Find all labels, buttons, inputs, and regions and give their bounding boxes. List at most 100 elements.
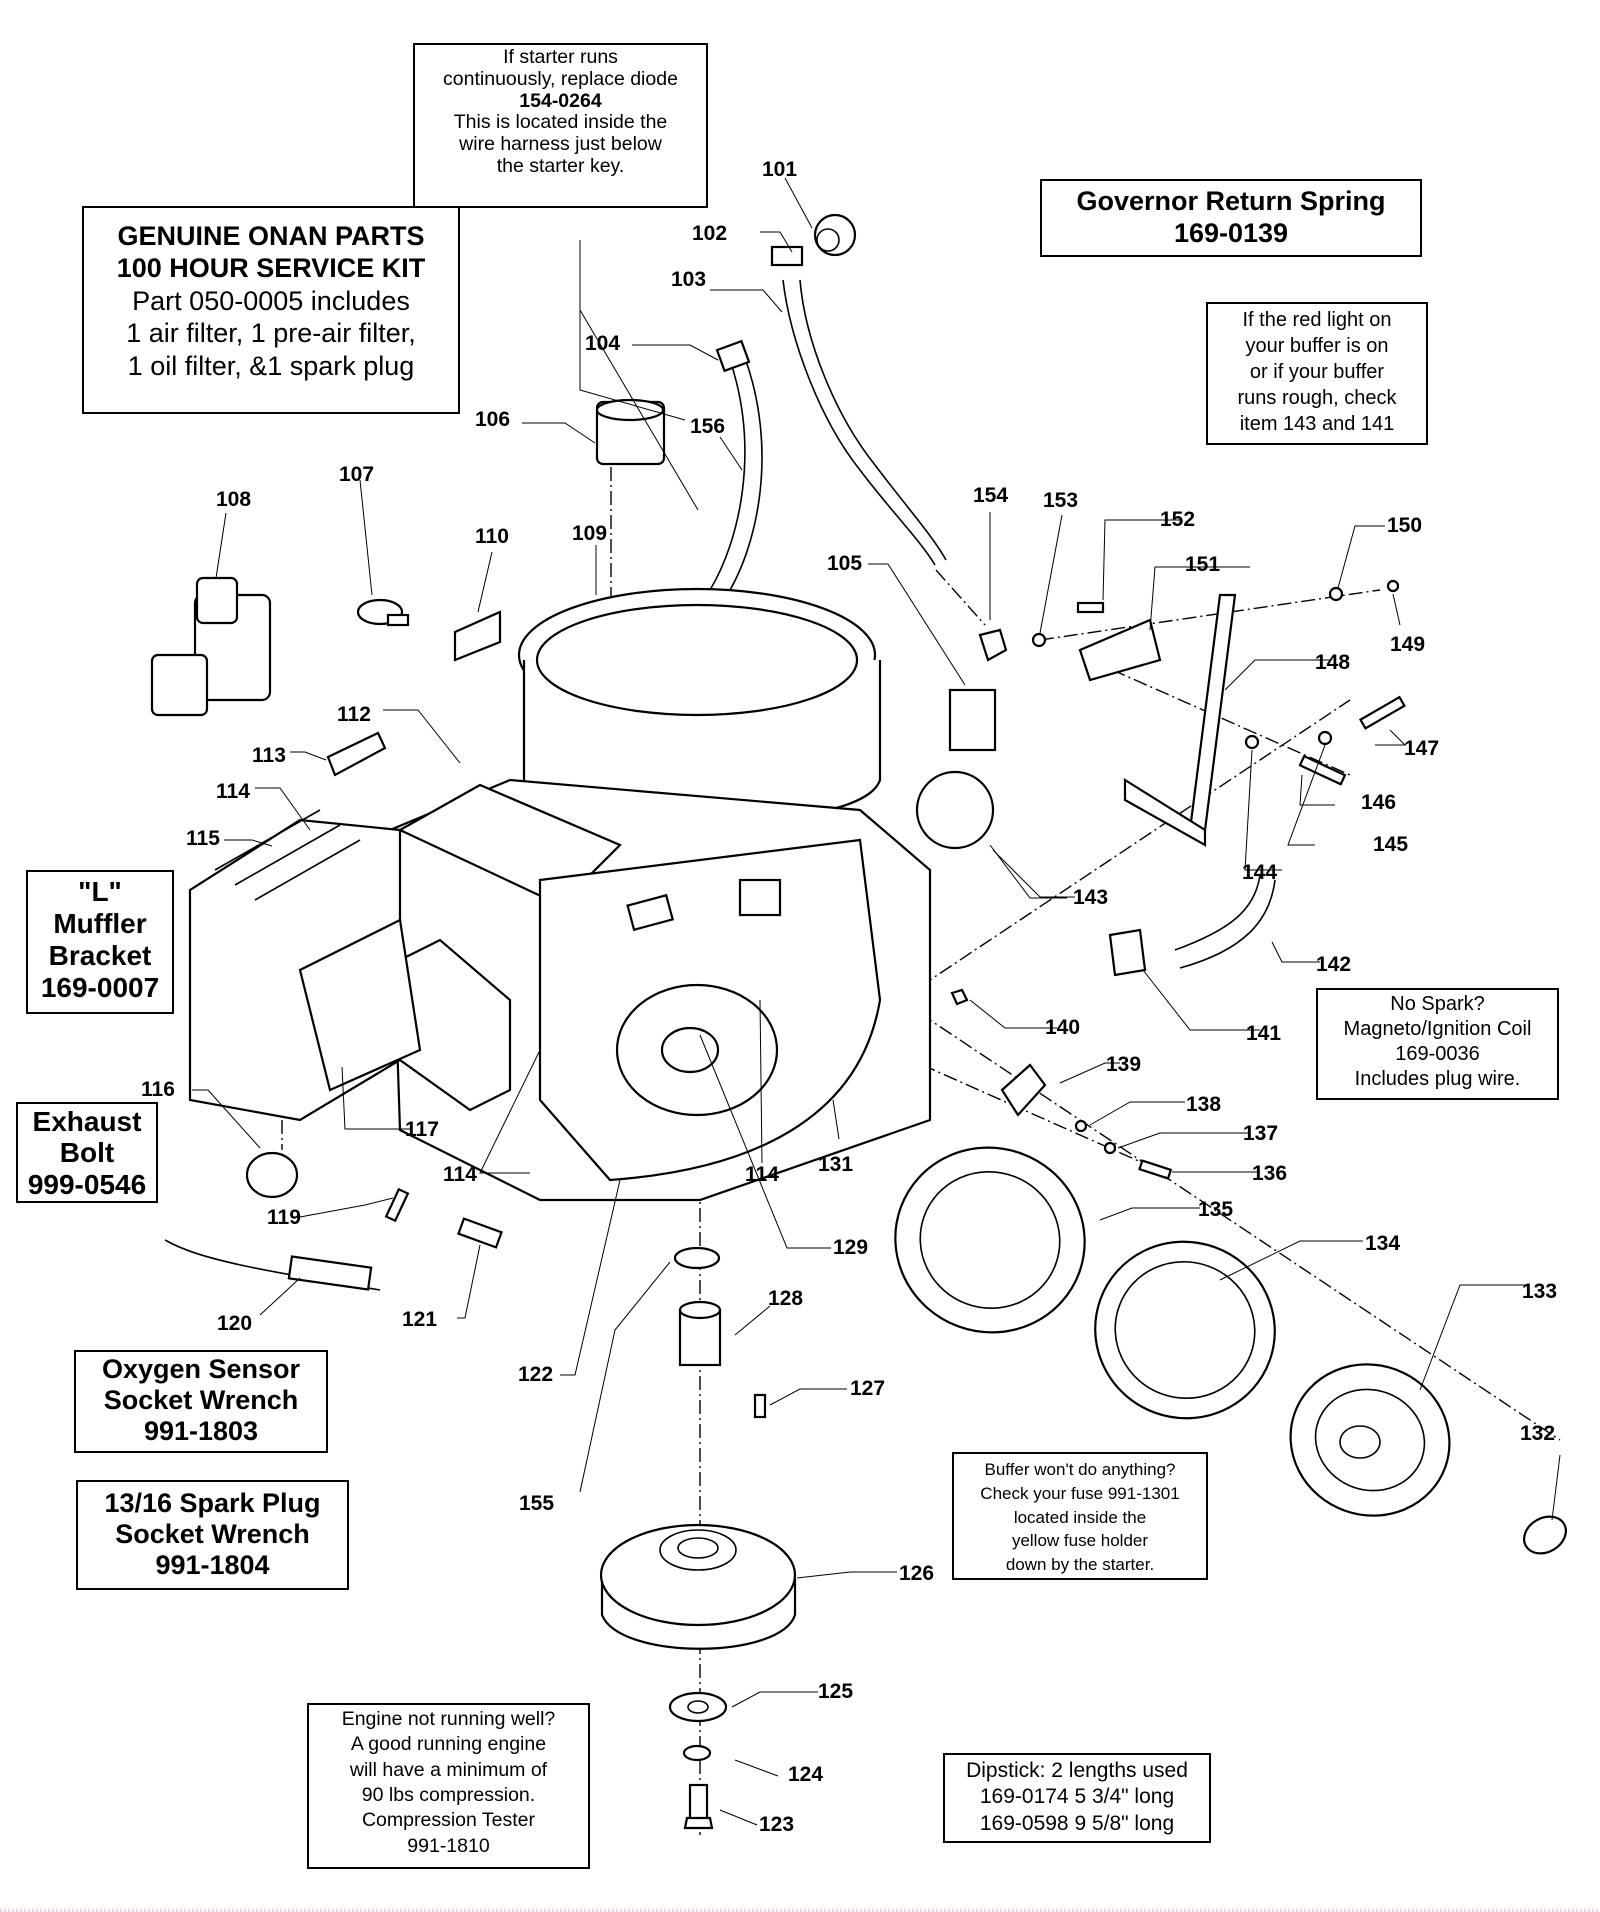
centerline-154 xyxy=(935,569,986,626)
callout-127: 127 xyxy=(850,1377,886,1400)
bushing-128 xyxy=(678,1308,722,1367)
note-compression: Engine not running well? A good running … xyxy=(307,1703,590,1869)
callout-140: 140 xyxy=(1045,1016,1081,1039)
callout-119: 119 xyxy=(267,1206,301,1229)
callout-147: 147 xyxy=(1404,737,1440,760)
washer-146 xyxy=(1317,730,1333,746)
callout-124: 124 xyxy=(788,1763,824,1786)
callout-142: 142 xyxy=(1316,953,1352,976)
callout-133: 133 xyxy=(1522,1280,1558,1303)
callout-143: 143 xyxy=(1073,886,1109,909)
centerline-clip xyxy=(899,1054,1171,1176)
callout-148: 148 xyxy=(1315,651,1351,674)
screw-152 xyxy=(1076,601,1105,614)
callout-136: 136 xyxy=(1252,1162,1288,1185)
callout-104: 104 xyxy=(585,332,621,355)
callout-123: 123 xyxy=(759,1813,795,1836)
air-filter-135 xyxy=(894,1146,1086,1334)
callout-135: 135 xyxy=(1198,1198,1234,1221)
callout-125: 125 xyxy=(818,1680,854,1703)
callout-110: 110 xyxy=(475,525,509,548)
part-119 xyxy=(384,1187,410,1223)
callout-120: 120 xyxy=(217,1312,253,1335)
callout-116: 116 xyxy=(141,1078,175,1101)
nut-149 xyxy=(1386,579,1400,593)
part-141 xyxy=(1108,928,1147,977)
fuel-hose-103-edge xyxy=(799,279,947,561)
callout-112: 112 xyxy=(337,703,371,726)
key-127 xyxy=(753,1393,767,1419)
centerline-clamp xyxy=(1039,589,1381,641)
callout-121: 121 xyxy=(402,1308,438,1331)
callout-128: 128 xyxy=(768,1287,804,1310)
note-spark-plug-wrench: 13/16 Spark Plug Socket Wrench 991-1804 xyxy=(76,1480,349,1590)
callout-139: 139 xyxy=(1106,1053,1142,1076)
bracket-148 xyxy=(1188,593,1237,832)
regulator-143 xyxy=(915,770,995,850)
callout-105: 105 xyxy=(827,552,863,575)
callout-103: 103 xyxy=(671,268,707,291)
bolt-147 xyxy=(1358,695,1406,730)
callout-114c: 114 xyxy=(745,1163,779,1186)
callout-154: 154 xyxy=(973,484,1009,507)
note-starter-diode: If starter runs continuously, replace di… xyxy=(413,43,708,208)
screw-136 xyxy=(1138,1159,1173,1180)
pre-filter-134 xyxy=(1094,1240,1276,1420)
callout-102: 102 xyxy=(692,222,728,245)
centerline-bracket xyxy=(899,699,1351,1001)
centerline-air-filter xyxy=(899,999,1561,1441)
callout-122: 122 xyxy=(518,1363,554,1386)
washer-150 xyxy=(1328,586,1344,602)
washer-138 xyxy=(1074,1119,1088,1133)
compression-tester-part-number: 991-1810 xyxy=(407,1834,490,1857)
cap-116 xyxy=(245,1151,299,1199)
callout-106: 106 xyxy=(475,408,511,431)
diode-part-number: 154-0264 xyxy=(519,89,602,112)
callout-114a: 114 xyxy=(216,780,250,803)
callout-144: 144 xyxy=(1242,861,1278,884)
callout-153: 153 xyxy=(1043,489,1079,512)
valve-knob-101 xyxy=(813,213,857,257)
exhaust-bolt-part-number: 999-0546 xyxy=(27,1168,147,1200)
service-kit-subtitle: 100 HOUR SERVICE KIT xyxy=(116,253,426,284)
callout-101: 101 xyxy=(762,158,798,181)
callout-150: 150 xyxy=(1387,514,1423,537)
clamp-151 xyxy=(1078,618,1162,682)
bottom-edge-strip xyxy=(0,1909,1600,1912)
muffler-bracket-part-number: 169-0007 xyxy=(40,971,160,1003)
callout-146: 146 xyxy=(1361,791,1397,814)
hose-142 xyxy=(1174,874,1261,951)
elbow-102 xyxy=(770,245,804,267)
muffler-bracket xyxy=(298,918,422,1092)
note-service-kit: GENUINE ONAN PARTS 100 HOUR SERVICE KIT … xyxy=(82,206,460,414)
washer-144 xyxy=(1244,734,1260,750)
note-oxygen-wrench: Oxygen Sensor Socket Wrench 991-1803 xyxy=(74,1350,328,1453)
note-fuse: Buffer won't do anything? Check your fus… xyxy=(952,1452,1208,1580)
spark-plug-121 xyxy=(457,1217,503,1249)
callout-152: 152 xyxy=(1160,508,1196,531)
callout-138: 138 xyxy=(1186,1093,1222,1116)
hose-fitting-104 xyxy=(715,339,751,373)
callout-151: 151 xyxy=(1185,553,1221,576)
lock-washer-124 xyxy=(682,1744,712,1762)
note-no-spark: No Spark? Magneto/Ignition Coil 169-0036… xyxy=(1316,988,1559,1100)
ignition-coil-part-number: 169-0036 xyxy=(1395,1043,1480,1065)
callout-114b: 114 xyxy=(443,1163,477,1186)
clip-139 xyxy=(1000,1063,1047,1117)
note-governor-spring: Governor Return Spring 169-0139 xyxy=(1040,179,1422,257)
callout-113: 113 xyxy=(252,744,286,767)
note-muffler-bracket: "L" Muffler Bracket 169-0007 xyxy=(26,870,174,1014)
wing-nut-132 xyxy=(1523,1515,1567,1555)
decal-110 xyxy=(453,610,502,662)
callout-109: 109 xyxy=(572,522,608,545)
fitting-105 xyxy=(948,688,997,752)
callout-107: 107 xyxy=(339,463,375,486)
washer-137 xyxy=(1103,1141,1117,1155)
note-dipstick: Dipstick: 2 lengths used 169-0174 5 3/4"… xyxy=(943,1753,1211,1843)
callout-131: 131 xyxy=(818,1153,854,1176)
note-red-light: If the red light on your buffer is on or… xyxy=(1206,302,1428,445)
fitting-154 xyxy=(978,628,1008,662)
callout-115: 115 xyxy=(186,827,220,850)
hose-156 xyxy=(709,359,746,591)
